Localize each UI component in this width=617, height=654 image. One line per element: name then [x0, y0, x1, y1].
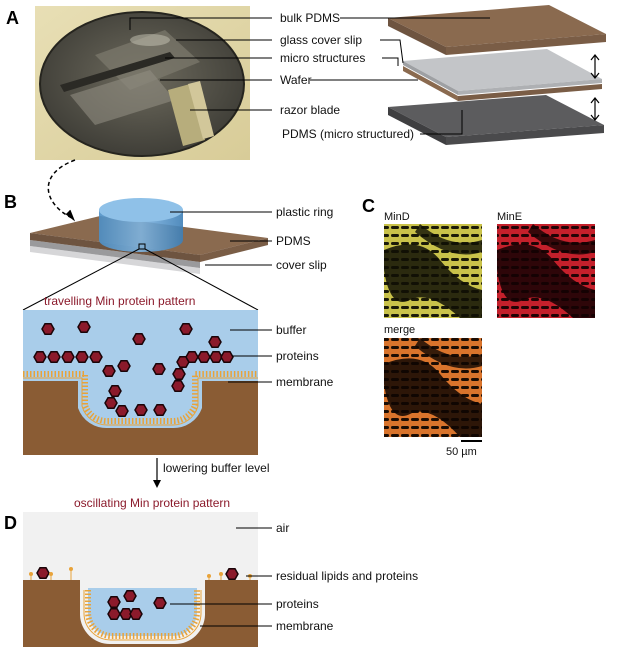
protein-hexagon — [129, 608, 143, 620]
label-pdms-micro-structured: PDMS (micro structured) — [282, 127, 414, 141]
protein-hexagon — [108, 385, 122, 397]
panel-d-label: D — [4, 513, 17, 533]
protein-hexagon — [152, 363, 166, 375]
label-merge: merge — [384, 324, 415, 336]
label-glass-cover-slip: glass cover slip — [280, 33, 362, 47]
panel-a-text: bulk PDMS glass cover slip micro structu… — [280, 11, 414, 141]
protein-hexagon — [172, 368, 186, 380]
label-scale: 50 µm — [446, 446, 477, 458]
protein-hexagon — [132, 333, 146, 345]
label-lowering-buffer: lowering buffer level — [163, 461, 270, 475]
travelling-pattern-title: travelling Min protein pattern — [44, 294, 195, 308]
label-bulk-pdms: bulk PDMS — [280, 11, 340, 25]
protein-hexagon — [209, 351, 223, 363]
micrograph-mine — [497, 224, 595, 318]
protein-hexagon — [208, 336, 222, 348]
protein-hexagon — [77, 321, 91, 333]
protein-hexagon — [102, 365, 116, 377]
label-mind: MinD — [384, 211, 410, 223]
protein-hexagon — [89, 351, 103, 363]
panel-b-zoom-leaders — [228, 329, 272, 383]
label-plastic-ring: plastic ring — [276, 205, 333, 219]
label-cover-slip: cover slip — [276, 258, 327, 272]
label-proteins-d: proteins — [276, 597, 319, 611]
lowering-arrowhead — [153, 480, 161, 488]
protein-hexagon — [117, 360, 131, 372]
protein-hexagon — [36, 567, 50, 579]
protein-hexagon — [47, 351, 61, 363]
protein-hexagon — [41, 323, 55, 335]
label-wafer: Wafer — [280, 73, 312, 87]
residual-lipids — [29, 567, 252, 580]
cross-section-oscillating — [23, 512, 258, 647]
protein-hexagon — [179, 323, 193, 335]
chamber-illustration — [30, 198, 268, 274]
proteins-oscillating — [36, 567, 239, 620]
protein-hexagon — [225, 568, 239, 580]
protein-hexagon — [104, 397, 118, 409]
protein-hexagon — [107, 596, 121, 608]
label-razor-blade: razor blade — [280, 103, 340, 117]
wafer-photo — [35, 6, 250, 160]
oscillating-pattern-title: oscillating Min protein pattern — [74, 496, 230, 510]
label-buffer: buffer — [276, 323, 306, 337]
label-mine: MinE — [497, 211, 522, 223]
micrograph-merge — [384, 338, 482, 437]
protein-hexagon — [153, 404, 167, 416]
panel-b-leaders — [22, 211, 272, 311]
panel-d-leaders — [170, 527, 272, 627]
process-arrow-dashed — [47, 159, 76, 219]
label-micro-structures: micro structures — [280, 51, 365, 65]
cross-section-travelling — [23, 310, 258, 455]
protein-hexagon — [119, 608, 133, 620]
micrograph-mind — [384, 224, 482, 318]
protein-hexagon — [123, 590, 137, 602]
label-membrane-d: membrane — [276, 619, 334, 633]
protein-hexagon — [185, 351, 199, 363]
panel-c-label: C — [362, 196, 375, 216]
protein-hexagon — [197, 351, 211, 363]
protein-hexagon — [134, 404, 148, 416]
protein-hexagon — [115, 405, 129, 417]
label-membrane-b: membrane — [276, 375, 334, 389]
panel-a-label: A — [6, 8, 19, 28]
panel-b-label: B — [4, 192, 17, 212]
label-proteins-b: proteins — [276, 349, 319, 363]
panel-a-leaders — [129, 17, 490, 135]
protein-hexagon — [61, 351, 75, 363]
label-pdms-b: PDMS — [276, 234, 311, 248]
label-air: air — [276, 521, 289, 535]
protein-hexagon — [75, 351, 89, 363]
label-residual: residual lipids and proteins — [276, 569, 418, 583]
protein-hexagon — [220, 351, 234, 363]
protein-hexagon — [153, 597, 167, 609]
exploded-layers — [388, 5, 606, 145]
proteins-travelling — [33, 321, 234, 417]
process-arrowhead — [65, 209, 76, 222]
protein-hexagon — [107, 608, 121, 620]
protein-hexagon — [33, 351, 47, 363]
protein-hexagon — [171, 380, 185, 392]
